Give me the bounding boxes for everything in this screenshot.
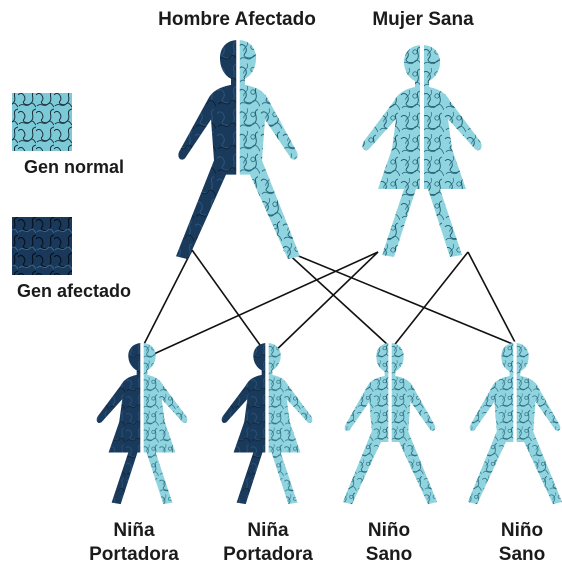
line-father-to-daughter-2	[192, 250, 265, 352]
mother-figure	[362, 43, 481, 259]
line-father-to-son-1	[284, 250, 388, 345]
line-mother-to-daughter-2	[268, 252, 378, 358]
line-father-to-daughter-1	[140, 250, 192, 352]
child-1-label-line2: Portadora	[89, 544, 179, 565]
legend-affected-swatch	[12, 217, 72, 275]
child-figure-daughter-1	[97, 341, 188, 505]
father-label: Hombre Afectado	[158, 9, 316, 30]
child-4-label-line1: Niño	[501, 520, 543, 541]
line-mother-to-son-1	[392, 252, 468, 348]
father-figure	[176, 38, 300, 260]
line-father-to-son-2	[284, 250, 515, 345]
mother-label: Mujer Sana	[372, 9, 474, 30]
child-3-label-line2: Sano	[366, 544, 412, 565]
child-2-label-line1: Niña	[247, 520, 289, 541]
child-figure-son-1	[343, 342, 437, 506]
child-figure-daughter-2	[222, 341, 313, 505]
legend-affected-label: Gen afectado	[17, 281, 131, 301]
inheritance-lines	[140, 250, 518, 358]
legend-normal-swatch	[12, 93, 72, 151]
line-mother-to-son-2	[468, 252, 518, 348]
child-figure-son-2	[468, 342, 562, 506]
legend-normal-label: Gen normal	[24, 157, 124, 177]
child-2-label-line2: Portadora	[223, 544, 313, 565]
child-4-label-line2: Sano	[499, 544, 545, 565]
child-1-label-line1: Niña	[113, 520, 155, 541]
child-3-label-line1: Niño	[368, 520, 410, 541]
